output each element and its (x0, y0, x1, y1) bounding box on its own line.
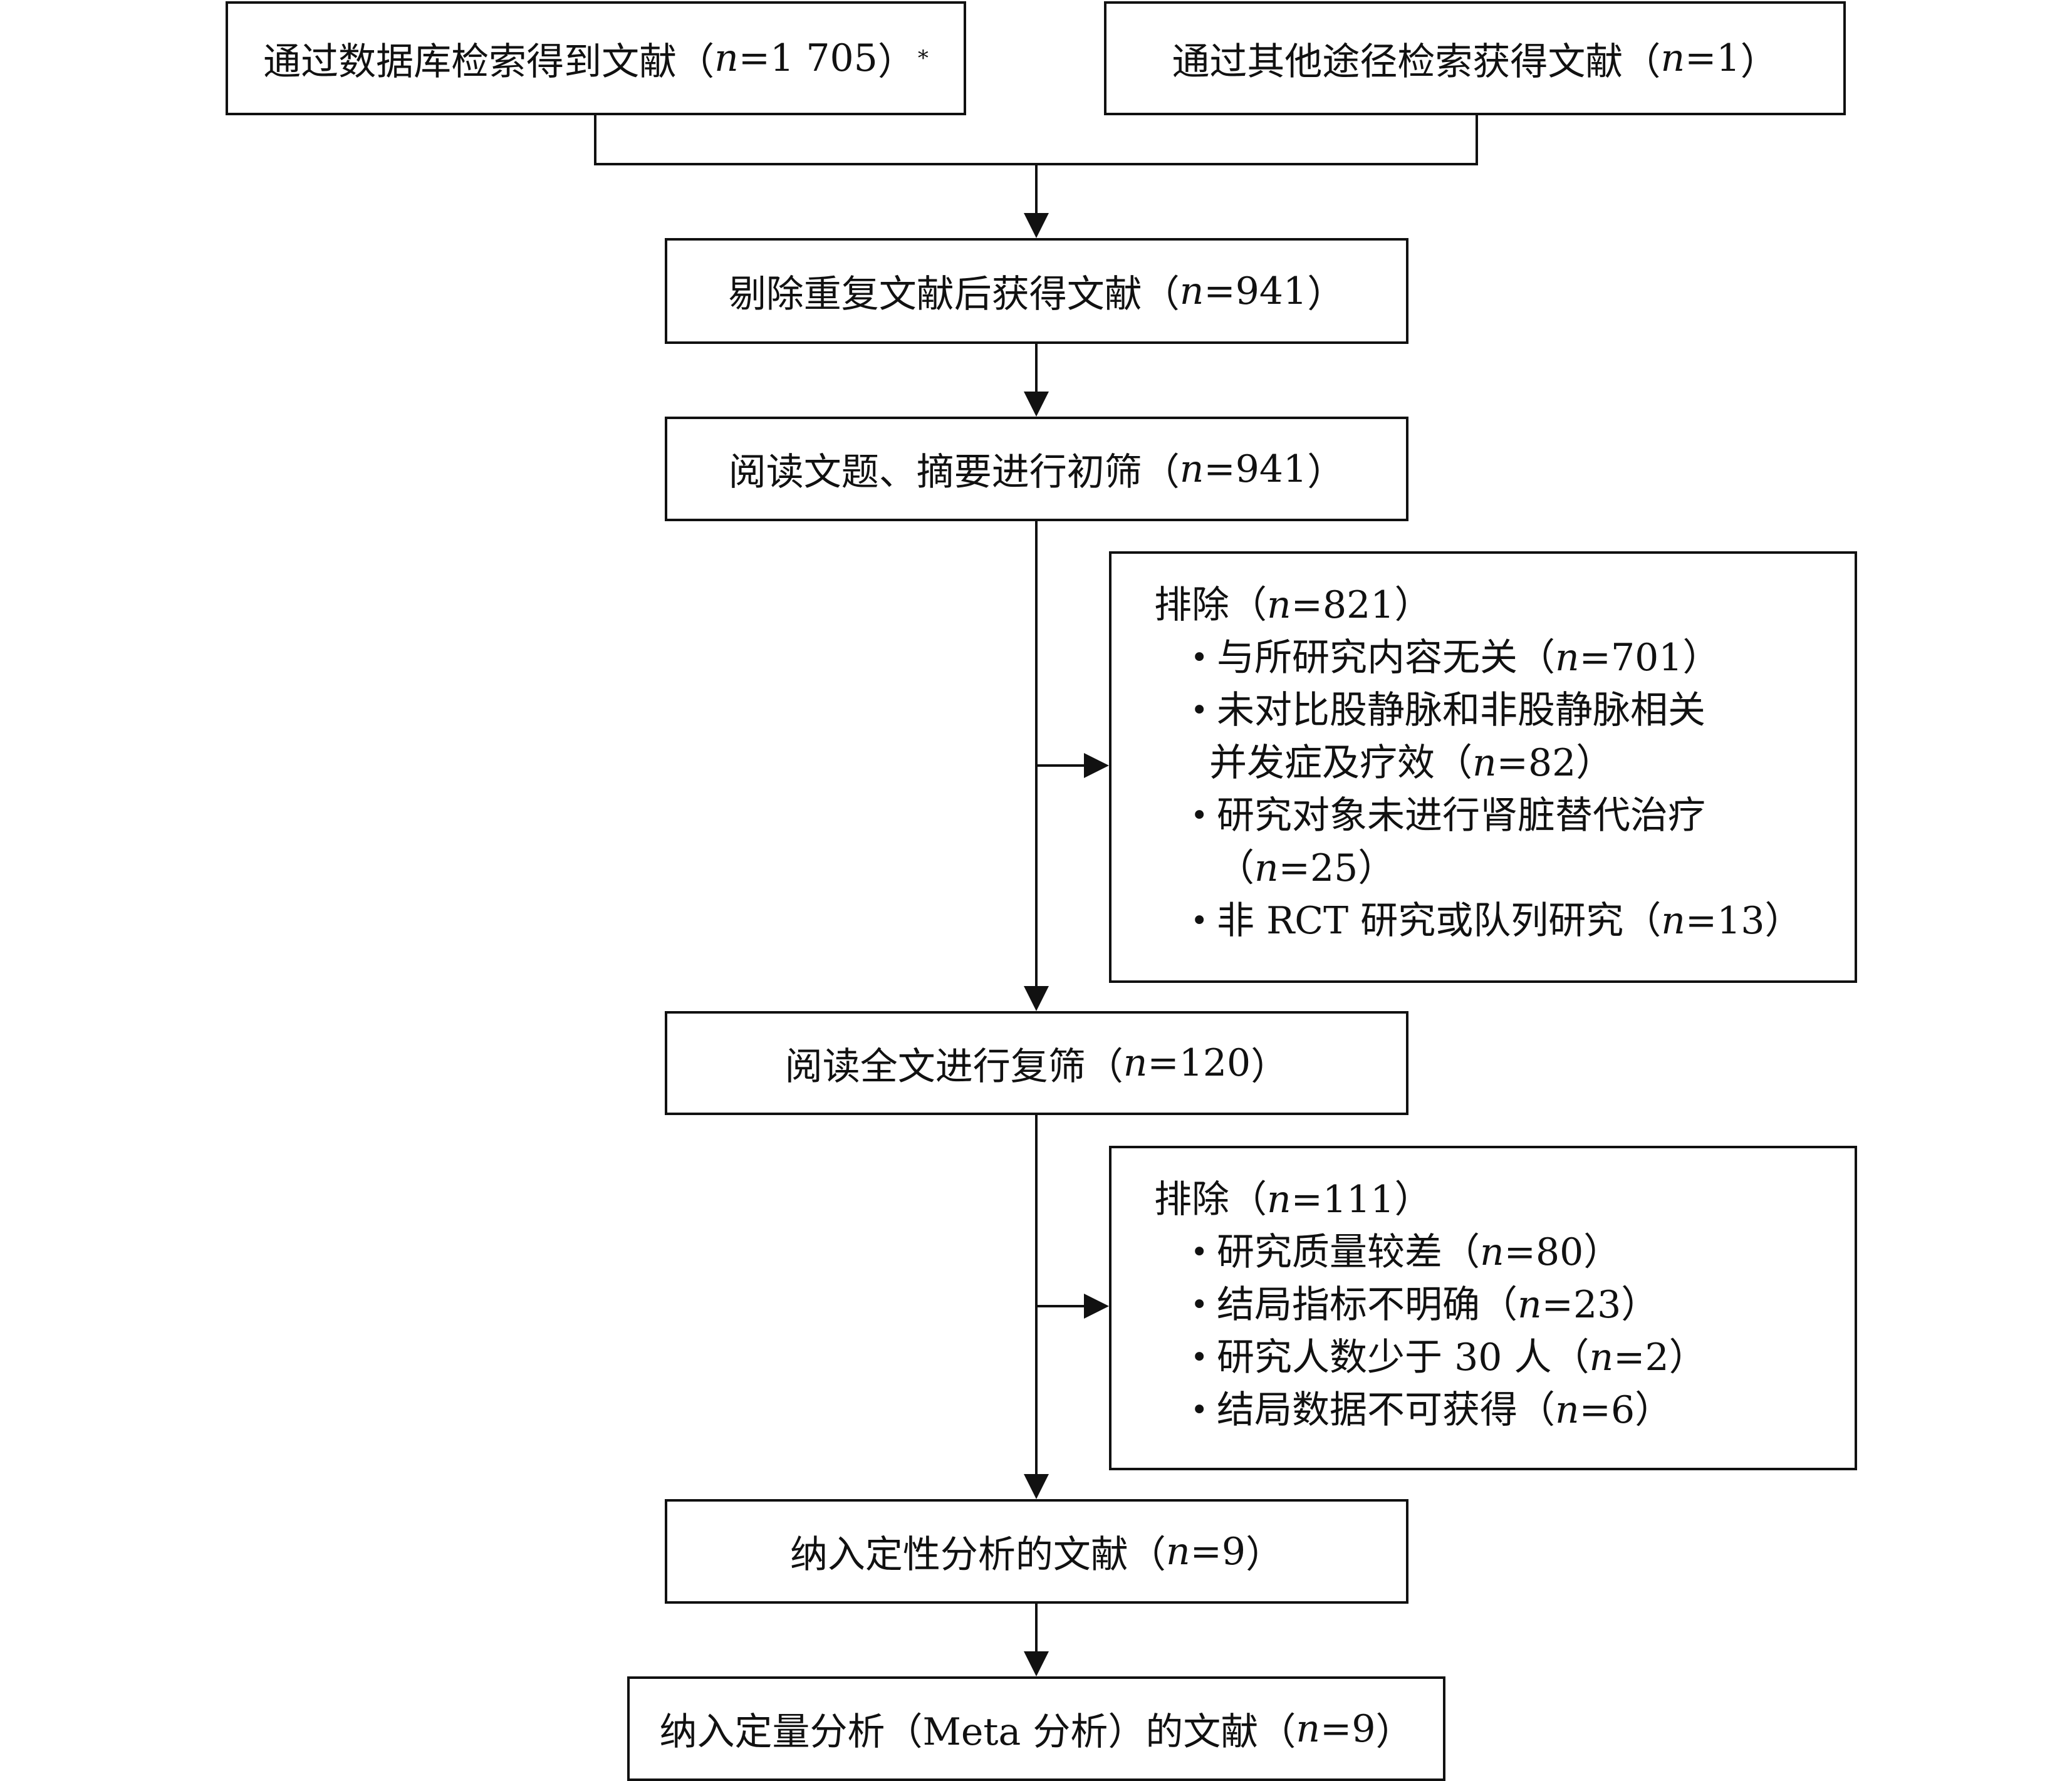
exclusion-2-count: 111 (1322, 1178, 1395, 1222)
merge-line (594, 115, 1478, 165)
exclusion-2-item: 结局指标不明确（n=23） (1154, 1279, 1855, 1331)
exclusion-1-item: 与所研究内容无关（n=701） (1154, 631, 1855, 684)
exclusion-2-item: 研究人数少于 30 人（n=2） (1154, 1331, 1855, 1384)
quantitative-analysis-count: 9 (1351, 1706, 1376, 1751)
initial-screen-text: 阅读文题、摘要进行初筛（ (728, 450, 1180, 494)
qualitative-analysis-count: 9 (1221, 1529, 1246, 1574)
exclusion-box-1: 排除（n=821） 与所研究内容无关（n=701） 未对比股静脉和非股静脉相关 … (1109, 551, 1857, 983)
exclusion-1-title: 排除（n=821） (1154, 583, 1432, 627)
initial-screen-box: 阅读文题、摘要进行初筛（n=941） (665, 417, 1408, 521)
exclusion-1-item: 研究对象未进行肾脏替代治疗 （n=25） (1154, 789, 1855, 895)
qualitative-analysis-box: 纳入定性分析的文献（n=9） (665, 1499, 1408, 1604)
full-text-screen-count: 120 (1179, 1041, 1251, 1085)
other-search-count: 1 (1716, 36, 1741, 80)
quantitative-analysis-box: 纳入定量分析（Meta 分析）的文献（n=9） (627, 1676, 1445, 1781)
dedup-text: 剔除重复文献后获得文献（ (728, 273, 1180, 316)
initial-screen-count: 941 (1235, 447, 1308, 491)
database-search-count: 1 705 (770, 36, 878, 80)
exclusion-2-title: 排除（n=111） (1154, 1178, 1432, 1222)
exclusion-1-item: 未对比股静脉和非股静脉相关 并发症及疗效（n=82） (1154, 684, 1855, 789)
other-search-box: 通过其他途径检索获得文献（n=1） (1104, 1, 1846, 115)
footnote-marker: * (917, 46, 929, 71)
exclusion-1-count: 821 (1322, 583, 1395, 627)
database-search-box: 通过数据库检索得到文献（n=1 705）* (226, 1, 966, 115)
exclusion-2-item: 结局数据不可获得（n=6） (1154, 1384, 1855, 1436)
exclusion-1-item: 非 RCT 研究或队列研究（n=13） (1154, 895, 1855, 947)
dedup-count: 941 (1235, 269, 1308, 313)
full-text-screen-text: 阅读全文进行复筛（ (784, 1044, 1123, 1089)
other-search-text: 通过其他途径检索获得文献（ (1172, 39, 1661, 84)
qualitative-analysis-text: 纳入定性分析的文献（ (789, 1533, 1166, 1577)
exclusion-2-item: 研究质量较差（n=80） (1154, 1226, 1855, 1279)
exclusion-box-2: 排除（n=111） 研究质量较差（n=80） 结局指标不明确（n=23） 研究人… (1109, 1146, 1857, 1470)
dedup-box: 剔除重复文献后获得文献（n=941） (665, 238, 1408, 344)
full-text-screen-box: 阅读全文进行复筛（n=120） (665, 1011, 1408, 1115)
quantitative-analysis-text: 纳入定量分析（Meta 分析）的文献（ (659, 1710, 1296, 1754)
database-search-text: 通过数据库检索得到文献（ (263, 39, 715, 84)
